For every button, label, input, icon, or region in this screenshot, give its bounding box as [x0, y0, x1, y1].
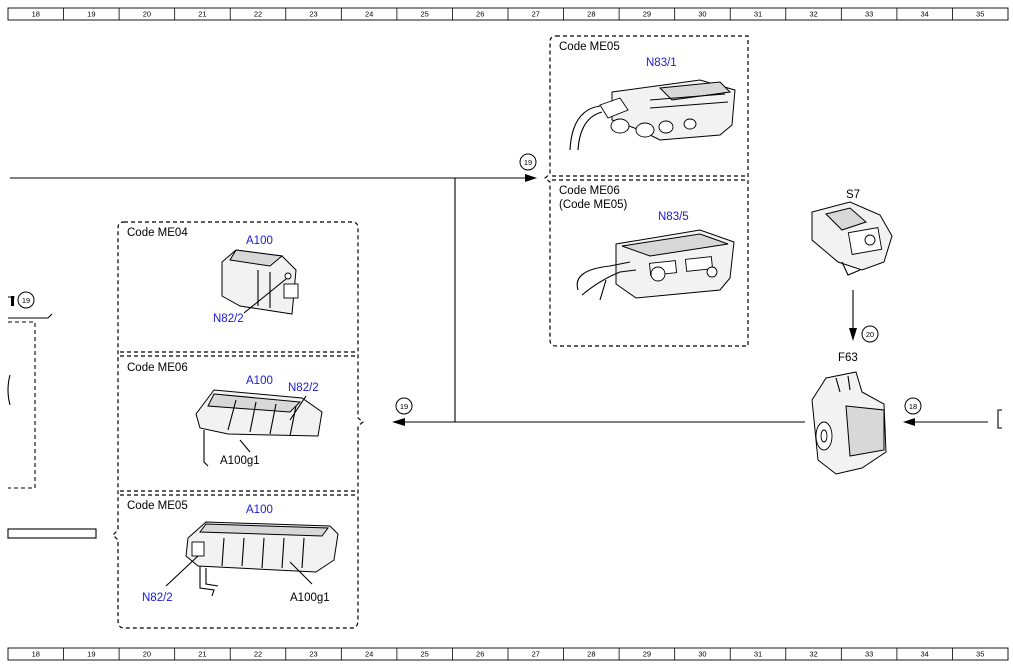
module-a100-me05-drawing	[185, 521, 339, 597]
ruler-top-number: 33	[865, 10, 873, 19]
ruler-bottom-number: 31	[754, 650, 762, 659]
offpage-bar	[7, 528, 97, 539]
part-label-a100-me05: A100	[246, 504, 273, 516]
ruler-top-number: 27	[532, 10, 540, 19]
ruler-bottom-number: 26	[476, 650, 484, 659]
svg-text:18: 18	[909, 402, 917, 411]
component-label-f63: F63	[838, 352, 858, 364]
code-label-me06-left: Code ME06	[127, 362, 188, 374]
ruler-top-number: 22	[254, 10, 262, 19]
grid-ruler-top: 18 19 20 21 22 23 24 25 26 27 28 29 30 31 32 33 34 35	[7, 7, 1009, 21]
component-label-s7: S7	[846, 189, 860, 201]
code-label-me04: Code ME04	[127, 227, 188, 239]
part-label-n82-2-me05: N82/2	[142, 592, 173, 604]
left-code-group: Code ME04 A100 N82/2 Code ME06 A100 N82/…	[112, 221, 364, 629]
arrow-head-right-in	[903, 418, 915, 426]
ruler-top-number: 29	[643, 10, 651, 19]
switch-s7-drawing	[811, 201, 893, 276]
ruler-top-number: 31	[754, 10, 762, 19]
ruler-bottom-number: 33	[865, 650, 873, 659]
code-label-me05-alt: (Code ME05)	[559, 199, 628, 211]
ref-circle-top: 19	[519, 153, 537, 171]
svg-text:20: 20	[866, 330, 874, 339]
part-label-n83-1: N83/1	[646, 57, 677, 69]
ruler-bottom-number: 28	[587, 650, 595, 659]
code-label-me05-left: Code ME05	[127, 500, 188, 512]
ruler-bottom-number: 18	[32, 650, 40, 659]
module-a100-me06-drawing	[195, 389, 323, 467]
ruler-top-number: 18	[32, 10, 40, 19]
part-label-n82-2-me06: N82/2	[288, 382, 319, 394]
ruler-top-number: 23	[309, 10, 317, 19]
ref-circle-right: 18	[904, 397, 922, 415]
ruler-top-number: 35	[976, 10, 984, 19]
leader-a100g1-me05	[289, 561, 313, 585]
ruler-bottom-number: 32	[809, 650, 817, 659]
arrow-head-top	[525, 174, 537, 182]
wiring-lines	[10, 174, 1002, 429]
module-n83-1-drawing	[569, 79, 736, 151]
leader-n82-2-me04	[243, 278, 287, 314]
svg-text:19: 19	[400, 402, 408, 411]
module-a100-me04-drawing	[221, 249, 299, 315]
ruler-bottom-number: 24	[365, 650, 373, 659]
ruler-bottom-number: 25	[420, 650, 428, 659]
top-right-code-group: Code ME05 N83/1 Code ME06 (Code ME05) N8…	[544, 35, 749, 347]
part-label-a100-me04: A100	[246, 235, 273, 247]
grid-ruler-bottom: 18 19 20 21 22 23 24 25 26 27 28 29 30 31 32 33 34 35	[7, 647, 1009, 661]
ruler-bottom-number: 19	[87, 650, 95, 659]
ruler-top-number: 25	[420, 10, 428, 19]
ref-circle-left-edge: 19	[17, 291, 35, 309]
ruler-top-number: 32	[809, 10, 817, 19]
svg-text:19: 19	[22, 296, 30, 305]
ruler-bottom-number: 35	[976, 650, 984, 659]
ruler-bottom-number: 20	[143, 650, 151, 659]
arrow-head-down	[849, 328, 857, 341]
ruler-top-number: 30	[698, 10, 706, 19]
ruler-bottom-number: 34	[920, 650, 928, 659]
ruler-top-number: 28	[587, 10, 595, 19]
ruler-bottom-number: 29	[643, 650, 651, 659]
ref-circle-mid-line: 19	[395, 397, 413, 415]
leader-n82-2-me05	[165, 555, 199, 587]
code-label-me05-top: Code ME05	[559, 41, 620, 53]
module-n83-5-drawing	[576, 229, 735, 301]
offpage-right-bracket	[997, 409, 1002, 429]
left-offpage-group	[7, 296, 97, 539]
ruler-top-number: 19	[87, 10, 95, 19]
part-label-n83-5: N83/5	[658, 211, 689, 223]
ruler-bottom-number: 30	[698, 650, 706, 659]
ruler-top-number: 21	[198, 10, 206, 19]
ruler-top-number: 26	[476, 10, 484, 19]
ref-circle-vertical: 20	[861, 325, 879, 343]
ruler-bottom-number: 22	[254, 650, 262, 659]
code-label-me06-top: Code ME06	[559, 185, 620, 197]
part-label-a100g1-me05: A100g1	[290, 592, 330, 604]
ruler-bottom-number: 21	[198, 650, 206, 659]
arrow-head-left	[392, 418, 405, 426]
ruler-top-number: 34	[920, 10, 928, 19]
fuse-f63-drawing	[811, 371, 887, 475]
ruler-bottom-number: 27	[532, 650, 540, 659]
part-label-a100-me06: A100	[246, 375, 273, 387]
part-label-a100g1-me06: A100g1	[220, 455, 260, 467]
ruler-top-number: 20	[143, 10, 151, 19]
svg-text:19: 19	[524, 158, 532, 167]
ruler-bottom-number: 23	[309, 650, 317, 659]
part-label-n82-2-me04: N82/2	[213, 313, 244, 325]
ruler-top-number: 24	[365, 10, 373, 19]
